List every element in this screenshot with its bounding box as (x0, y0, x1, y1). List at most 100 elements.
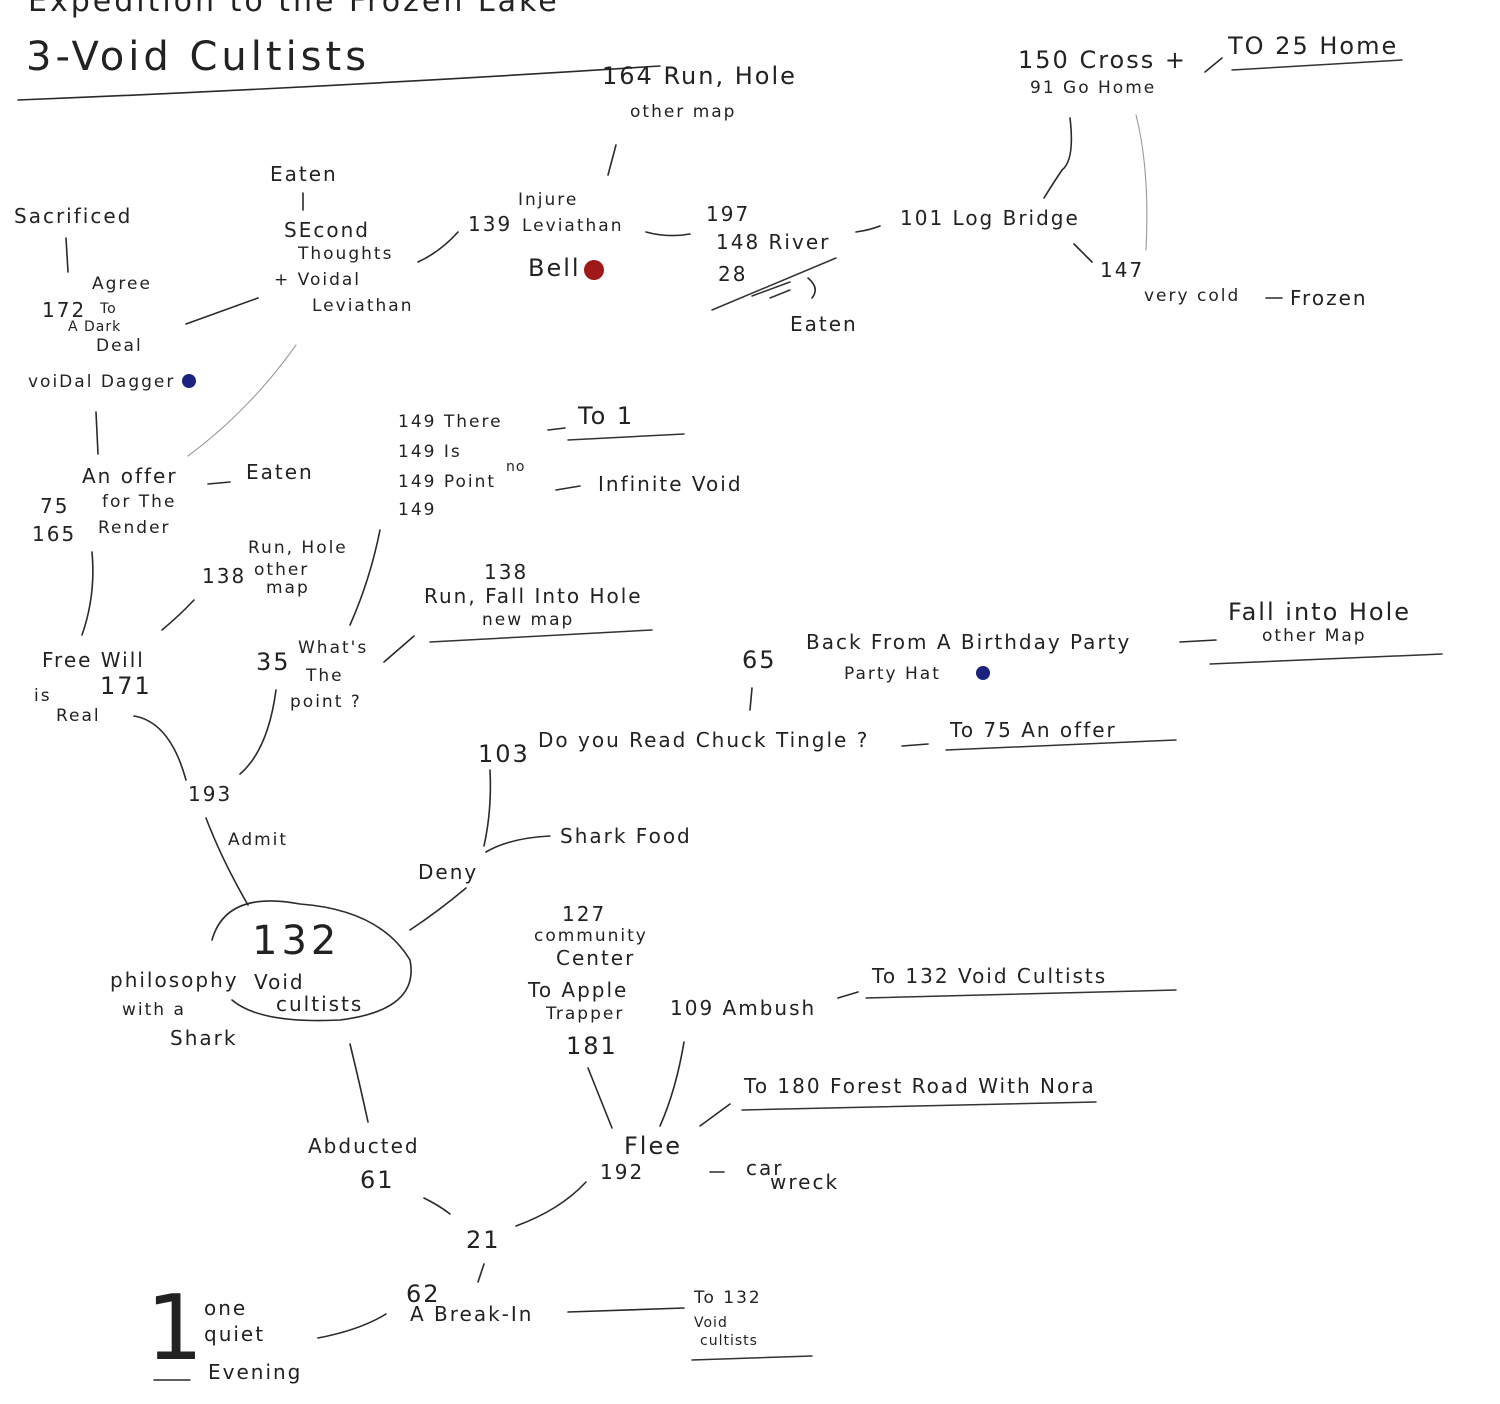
node-193: 193 (188, 782, 233, 806)
party-hat: Party Hat (844, 664, 941, 684)
agree-line-3: A Dark (68, 319, 122, 335)
second-thoughts-line-1: SEcond (284, 218, 370, 242)
node-139-number: 139 (468, 212, 513, 236)
eaten-top: Eaten (270, 162, 338, 186)
to-132-bottom-line-1: To 132 (694, 1288, 762, 1308)
node-21: 21 (466, 1226, 501, 1254)
point-line-4: 149 (398, 500, 437, 520)
to-25-home: TO 25 Home (1228, 32, 1399, 60)
to-1: To 1 (578, 402, 635, 430)
node-65-number: 65 (742, 646, 777, 674)
free-will-line-1: Free Will (42, 648, 145, 672)
point-line-1: 149 There (398, 412, 503, 432)
flee-label: Flee (624, 1132, 683, 1160)
node-172-number: 172 (42, 298, 87, 322)
node-164-line-2: other map (630, 102, 737, 122)
river-line-3: 28 (718, 262, 748, 286)
node-139-line-2: Leviathan (522, 216, 624, 236)
start-number-1: 1 (146, 1276, 206, 1381)
abducted-label: Abducted (308, 1134, 420, 1158)
offer-number-75: 75 (40, 494, 70, 518)
break-in-label: A Break-In (410, 1302, 534, 1326)
node-150-line-2: 91 Go Home (1030, 78, 1157, 98)
philosophy-line-2: with a (122, 1000, 186, 1020)
node-101-log-bridge: 101 Log Bridge (900, 206, 1080, 230)
eaten-river: Eaten (790, 312, 858, 336)
center-number-132: 132 (252, 918, 341, 964)
node-138-right-line-1: Run, Fall Into Hole (424, 584, 643, 608)
node-164-line-1: 164 Run, Hole (602, 62, 797, 90)
free-will-number: 171 (100, 672, 152, 700)
node-109-ambush: 109 Ambush (670, 996, 817, 1020)
voidal-dagger-blue-dot-icon (182, 374, 196, 388)
to-132-void-cultists-top: To 132 Void Cultists (872, 964, 1108, 988)
to-132-bottom-line-2: Void (694, 1315, 728, 1331)
fall-other-line-1: Fall into Hole (1228, 598, 1412, 626)
infinite-void: Infinite Void (598, 472, 743, 496)
start-line-3: Evening (208, 1360, 303, 1384)
bell-red-dot-icon (584, 260, 604, 280)
agree-line-2: To (100, 301, 117, 317)
offer-number-165: 165 (32, 522, 77, 546)
car-wreck-line-1: car (746, 1156, 784, 1180)
center-line-2: cultists (276, 992, 364, 1016)
second-thoughts-line-4: Leviathan (312, 296, 414, 316)
node-35-number: 35 (256, 648, 291, 676)
philosophy-line-1: philosophy (110, 968, 239, 992)
bell-label: Bell (528, 254, 581, 282)
offer-line-1: An offer (82, 464, 178, 488)
philosophy-line-3: Shark (170, 1026, 238, 1050)
voidal-dagger: voiDal Dagger (28, 372, 176, 392)
point-line-3: 149 Point (398, 472, 497, 492)
node-138-left-line-2: other (254, 560, 310, 580)
community-line-1: community (534, 926, 648, 946)
very-cold-line-1: 147 (1100, 258, 1145, 282)
agree-line-4: Deal (96, 336, 143, 356)
deny-label: Deny (418, 860, 479, 884)
whats-point-line-1: What's (298, 638, 369, 658)
admit-label: Admit (228, 830, 289, 850)
party-hat-blue-dot-icon (976, 666, 990, 680)
center-line-1: Void (254, 970, 305, 994)
node-192-number: 192 (600, 1160, 645, 1184)
car-wreck-line-2: wreck (770, 1170, 840, 1194)
river-line-2: 148 River (716, 230, 831, 254)
apple-line-1: To Apple (528, 978, 629, 1002)
node-62-number: 62 (406, 1280, 441, 1308)
node-138-left-number: 138 (202, 564, 247, 588)
birthday-line-1: Back From A Birthday Party (806, 630, 1132, 654)
title-line-2: 3-Void Cultists (26, 34, 371, 80)
sacrificed: Sacrificed (14, 204, 133, 228)
point-line-2b: no (506, 459, 526, 475)
node-139-line-1: Injure (518, 190, 579, 210)
second-thoughts-line-2: Thoughts (298, 244, 394, 264)
apple-line-2: Trapper (546, 1004, 625, 1024)
title-underline (17, 65, 661, 101)
to-132-bottom-line-3: cultists (700, 1333, 758, 1349)
community-line-2: Center (556, 946, 636, 970)
title-line-1: Expedition to the Frozen Lake (28, 0, 560, 19)
node-61-number: 61 (360, 1166, 395, 1194)
shark-food: Shark Food (560, 824, 692, 848)
free-will-line-4: Real (56, 706, 101, 726)
free-will-line-2: is (34, 686, 52, 706)
point-line-2: 149 Is (398, 442, 462, 462)
node-150-line-1: 150 Cross + (1018, 46, 1187, 74)
node-181-number: 181 (566, 1032, 618, 1060)
start-line-2: quiet (204, 1322, 266, 1346)
to-75-offer: To 75 An offer (950, 718, 1117, 742)
frozen: Frozen (1290, 286, 1368, 310)
node-127-number: 127 (562, 902, 607, 926)
fall-other-line-2: other Map (1262, 626, 1367, 646)
eaten-offer: Eaten (246, 460, 314, 484)
offer-line-3: Render (98, 518, 171, 538)
whats-point-line-3: point ? (290, 692, 362, 712)
offer-line-2: for The (102, 492, 177, 512)
agree-line-1: Agree (92, 274, 152, 294)
node-138-left-line-1: Run, Hole (248, 538, 348, 558)
node-103-number: 103 (478, 740, 530, 768)
whats-point-line-2: The (306, 666, 344, 686)
node-138-right-number: 138 (484, 560, 529, 584)
